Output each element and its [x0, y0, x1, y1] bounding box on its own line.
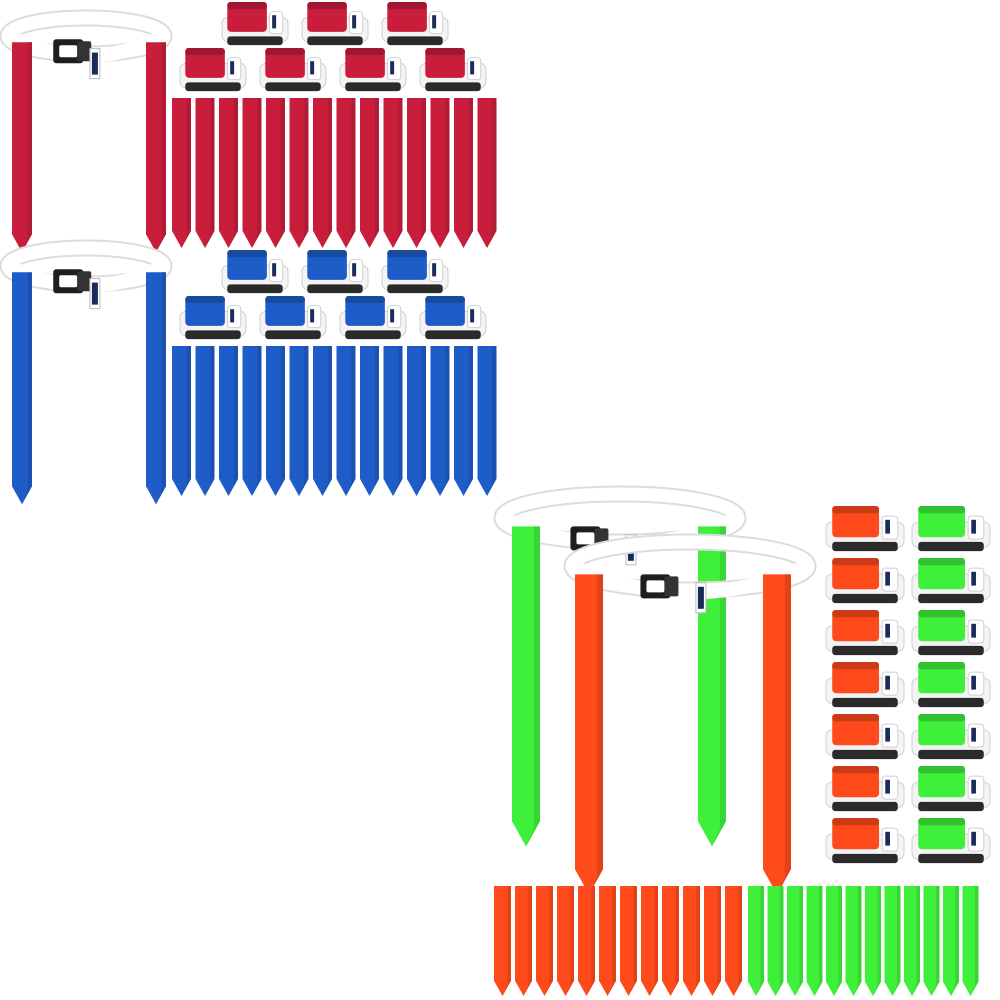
belt-flag-left — [12, 42, 32, 253]
flag-clip-icon — [825, 506, 905, 552]
orange-flag — [683, 886, 700, 996]
flag-clip-icon — [221, 2, 289, 46]
buckle-icon — [53, 39, 92, 64]
red-flag — [289, 98, 309, 248]
flag-clip-icon — [179, 48, 247, 92]
green-flag — [904, 886, 920, 996]
blue-flag — [172, 346, 191, 496]
red-flag — [360, 98, 379, 248]
red-flag — [313, 98, 332, 248]
flag-clip-icon — [221, 250, 289, 294]
flag-clip-icon — [825, 818, 905, 864]
red-flag — [336, 98, 356, 248]
belt-flag-right — [763, 574, 791, 895]
flag-clip-icon — [825, 662, 905, 708]
orange-flag — [641, 886, 658, 996]
flag-clip-icon — [911, 558, 991, 604]
flag-clip-icon — [911, 766, 991, 812]
belt-flag-right — [146, 42, 166, 253]
orange-flag — [536, 886, 553, 996]
blue-flag — [313, 346, 332, 496]
orange-flag — [557, 886, 574, 996]
belt-flag-right — [146, 272, 166, 505]
blue-flag — [477, 346, 497, 496]
flag-clip-icon — [301, 250, 369, 294]
belt-flag-left — [575, 574, 603, 895]
green-flag — [806, 886, 823, 996]
flag-clip-icon — [911, 506, 991, 552]
red-flag — [477, 98, 497, 248]
green-flag — [748, 886, 764, 996]
green-flag — [826, 886, 842, 996]
red-flag — [266, 98, 285, 248]
red-flag — [430, 98, 450, 248]
flag-clip-icon — [825, 714, 905, 760]
blue-flag — [219, 346, 238, 496]
blue-flag — [430, 346, 450, 496]
red-flag — [195, 98, 215, 248]
orange-flag — [704, 886, 721, 996]
green-flag — [962, 886, 979, 996]
orange-flag — [725, 886, 742, 996]
green-flag — [767, 886, 784, 996]
flag-clip-icon — [381, 250, 449, 294]
red-flag — [383, 98, 403, 248]
orange-flag — [662, 886, 679, 996]
flag-clip-icon — [259, 296, 327, 340]
blue-flag — [242, 346, 262, 496]
green-flag — [865, 886, 881, 996]
blue-flag — [289, 346, 309, 496]
red-flag — [454, 98, 473, 248]
flag-clip-icon — [911, 610, 991, 656]
flag-clip-icon — [259, 48, 327, 92]
buckle-icon — [640, 574, 679, 599]
orange-flag — [620, 886, 637, 996]
flag-clip-icon — [419, 48, 487, 92]
flag-clip-icon — [339, 296, 407, 340]
flag-clip-icon — [825, 610, 905, 656]
flag-clip-icon — [381, 2, 449, 46]
blue-flag — [360, 346, 379, 496]
green-flag — [884, 886, 901, 996]
buckle-icon — [53, 269, 92, 294]
flag-clip-icon — [911, 714, 991, 760]
flag-clip-icon — [179, 296, 247, 340]
flag-clip-icon — [911, 662, 991, 708]
belt-flag-right — [698, 526, 726, 847]
green-flag — [943, 886, 959, 996]
red-flag — [242, 98, 262, 248]
blue-flag — [407, 346, 426, 496]
orange-flag — [494, 886, 511, 996]
blue-flag — [454, 346, 473, 496]
blue-flag — [336, 346, 356, 496]
green-flag — [845, 886, 862, 996]
orange-flag — [515, 886, 532, 996]
belt-flag-left — [512, 526, 540, 847]
red-flag — [407, 98, 426, 248]
blue-belt — [0, 239, 173, 310]
blue-flag — [266, 346, 285, 496]
orange-flag — [599, 886, 616, 996]
red-flag — [172, 98, 191, 248]
green-flag — [923, 886, 940, 996]
red-belt — [0, 9, 173, 80]
flag-clip-icon — [301, 2, 369, 46]
red-flag — [219, 98, 238, 248]
blue-flag — [195, 346, 215, 496]
green-flag — [787, 886, 803, 996]
orange-flag — [578, 886, 595, 996]
flag-clip-icon — [911, 818, 991, 864]
flag-clip-icon — [825, 766, 905, 812]
belt-flag-left — [12, 272, 32, 505]
flag-clip-icon — [825, 558, 905, 604]
flag-clip-icon — [339, 48, 407, 92]
flag-clip-icon — [419, 296, 487, 340]
blue-flag — [383, 346, 403, 496]
